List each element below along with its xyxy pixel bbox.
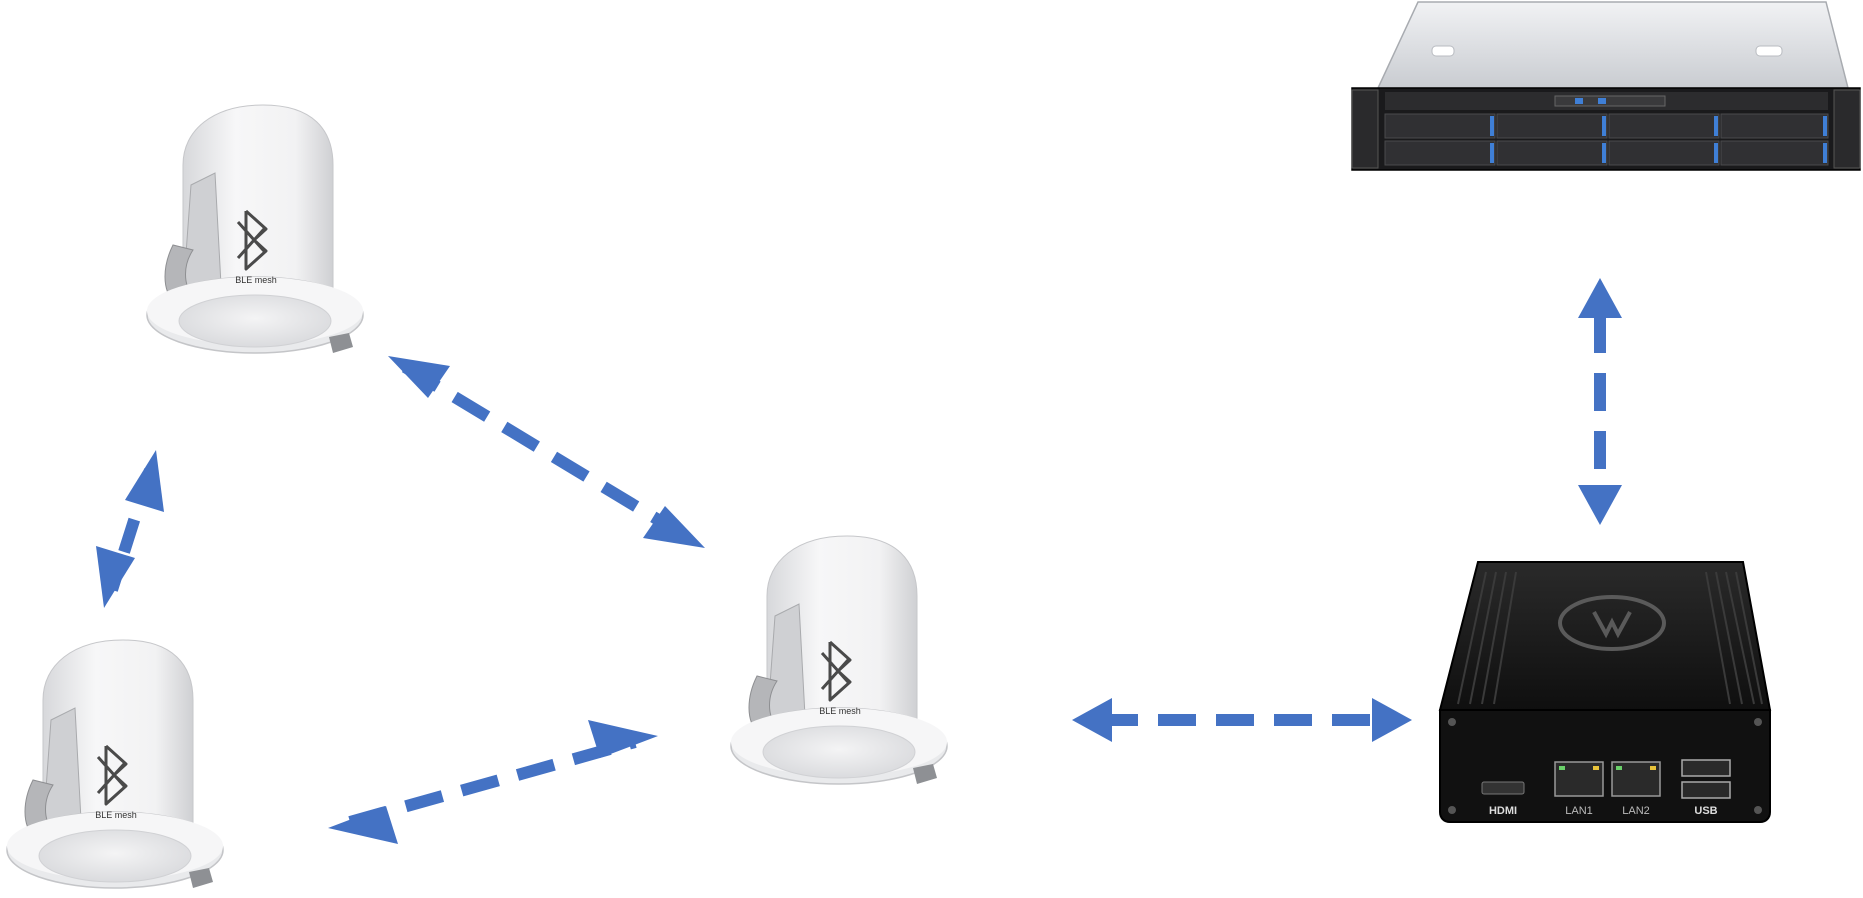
usb-port [1681,781,1731,799]
arrowhead-icon [643,506,705,548]
link-light-a-to-light-b [96,450,164,608]
ble-mesh-label: BLE mesh [235,275,277,285]
rack-server [1351,1,1861,171]
brand-logo-icon [1558,595,1666,651]
hdmi-label: HDMI [1489,805,1517,817]
link-light-a-to-light-c [388,356,705,548]
ble-mesh-label: BLE mesh [95,810,137,820]
link-light-c-to-gateway [1072,698,1412,742]
arrowhead-icon [1072,698,1112,742]
usb-port [1681,759,1731,777]
lan1-label: LAN1 [1565,805,1593,817]
ble-mesh-label: BLE mesh [819,706,861,716]
link-gateway-to-server [1578,278,1622,525]
arrowhead-icon [125,450,164,512]
gateway-device: HDMI LAN1 LAN2 USB [1438,561,1772,823]
ble-downlight-c: BLE mesh [729,534,949,786]
link-light-b-to-light-c [328,720,658,844]
usb-label: USB [1694,805,1717,817]
arrowhead-icon [96,546,135,608]
hdmi-port [1481,781,1525,795]
ble-downlight-b: BLE mesh [5,638,225,890]
arrowhead-icon [588,720,658,758]
ble-downlight-a: BLE mesh [145,103,365,355]
arrowhead-icon [1578,485,1622,525]
arrowhead-icon [1578,278,1622,318]
arrowhead-icon [1372,698,1412,742]
lan2-label: LAN2 [1622,805,1650,817]
arrowhead-icon [328,806,398,844]
arrowhead-icon [388,356,450,398]
